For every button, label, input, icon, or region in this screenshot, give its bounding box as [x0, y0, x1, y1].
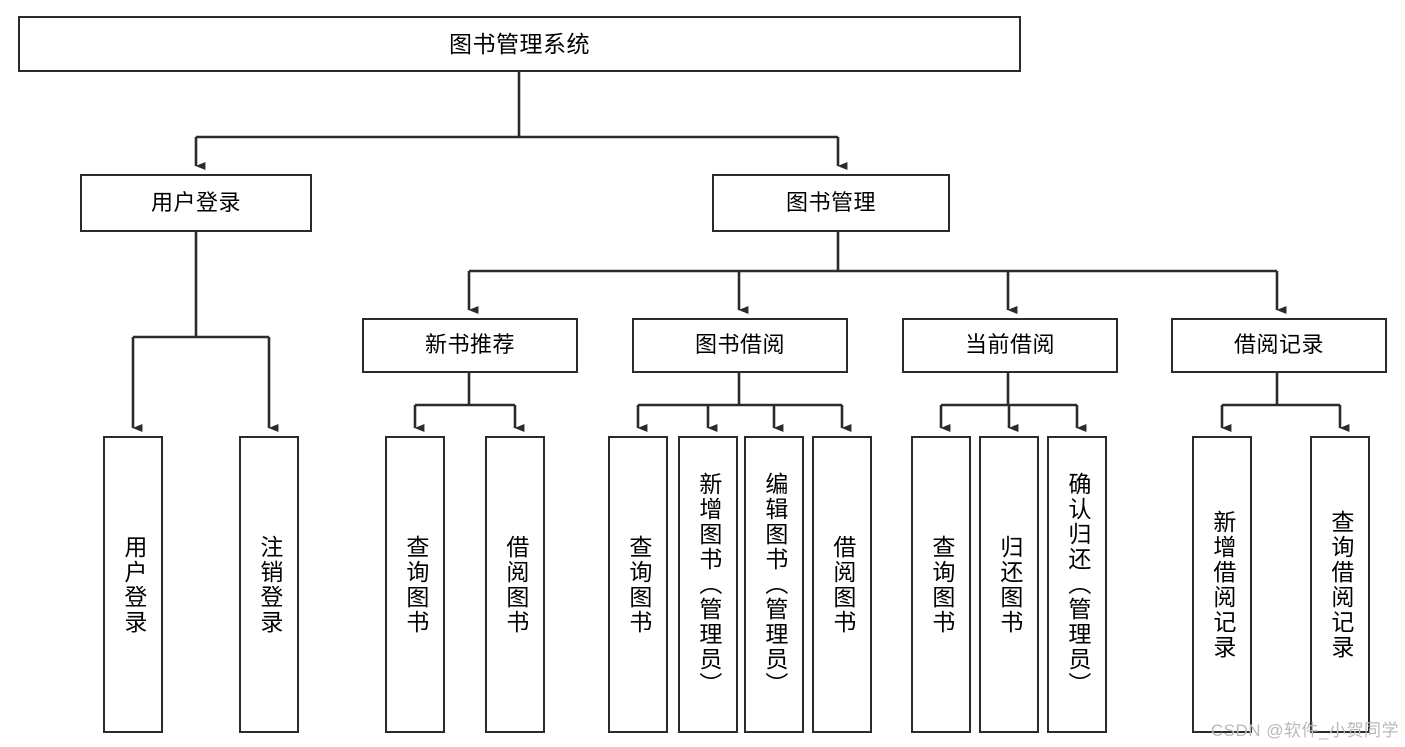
node-borrow-records-label: 借阅记录 [1233, 332, 1324, 358]
node-leaf-user-logout-label: 注销登录 [256, 534, 283, 635]
node-leaf-add-record[interactable]: 新增借阅记录 [1192, 436, 1252, 733]
node-leaf-query-record-label: 查询借阅记录 [1327, 509, 1354, 660]
node-root-label: 图书管理系统 [449, 30, 590, 57]
node-leaf-query-book-2-label: 查询图书 [625, 534, 652, 635]
node-leaf-edit-book-label: 编辑图书（管理员） [761, 472, 788, 697]
node-leaf-add-book-label: 新增图书（管理员） [695, 472, 722, 697]
node-leaf-add-book[interactable]: 新增图书（管理员） [678, 436, 738, 733]
node-leaf-user-login-label: 用户登录 [120, 534, 147, 635]
node-current-borrow-label: 当前借阅 [964, 332, 1055, 358]
node-leaf-confirm-return-label: 确认归还（管理员） [1064, 472, 1091, 697]
node-leaf-borrow-book-2[interactable]: 借阅图书 [812, 436, 872, 733]
node-borrow-records[interactable]: 借阅记录 [1171, 318, 1387, 373]
node-root[interactable]: 图书管理系统 [18, 16, 1021, 72]
node-book-management-module[interactable]: 图书管理 [712, 174, 950, 232]
node-leaf-borrow-book-2-label: 借阅图书 [829, 534, 856, 635]
node-leaf-edit-book[interactable]: 编辑图书（管理员） [744, 436, 804, 733]
csdn-watermark: CSDN @软件_小贺同学 [1210, 721, 1399, 740]
node-book-borrow[interactable]: 图书借阅 [632, 318, 848, 373]
node-user-login-module-label: 用户登录 [150, 189, 241, 215]
node-leaf-user-logout[interactable]: 注销登录 [239, 436, 299, 733]
node-book-borrow-label: 图书借阅 [694, 332, 785, 358]
node-leaf-query-record[interactable]: 查询借阅记录 [1310, 436, 1370, 733]
node-leaf-borrow-book-1[interactable]: 借阅图书 [485, 436, 545, 733]
node-leaf-return-book-label: 归还图书 [996, 534, 1023, 635]
node-leaf-query-book-3-label: 查询图书 [928, 534, 955, 635]
node-leaf-query-book-2[interactable]: 查询图书 [608, 436, 668, 733]
node-leaf-borrow-book-1-label: 借阅图书 [502, 534, 529, 635]
node-new-book-recommend[interactable]: 新书推荐 [362, 318, 578, 373]
node-current-borrow[interactable]: 当前借阅 [902, 318, 1118, 373]
node-leaf-confirm-return[interactable]: 确认归还（管理员） [1047, 436, 1107, 733]
node-user-login-module[interactable]: 用户登录 [80, 174, 312, 232]
node-leaf-return-book[interactable]: 归还图书 [979, 436, 1039, 733]
node-new-book-recommend-label: 新书推荐 [424, 332, 515, 358]
node-leaf-query-book-3[interactable]: 查询图书 [911, 436, 971, 733]
node-leaf-user-login[interactable]: 用户登录 [103, 436, 163, 733]
node-leaf-add-record-label: 新增借阅记录 [1209, 509, 1236, 660]
node-leaf-query-book-1-label: 查询图书 [402, 534, 429, 635]
node-leaf-query-book-1[interactable]: 查询图书 [385, 436, 445, 733]
node-book-management-module-label: 图书管理 [785, 189, 876, 215]
